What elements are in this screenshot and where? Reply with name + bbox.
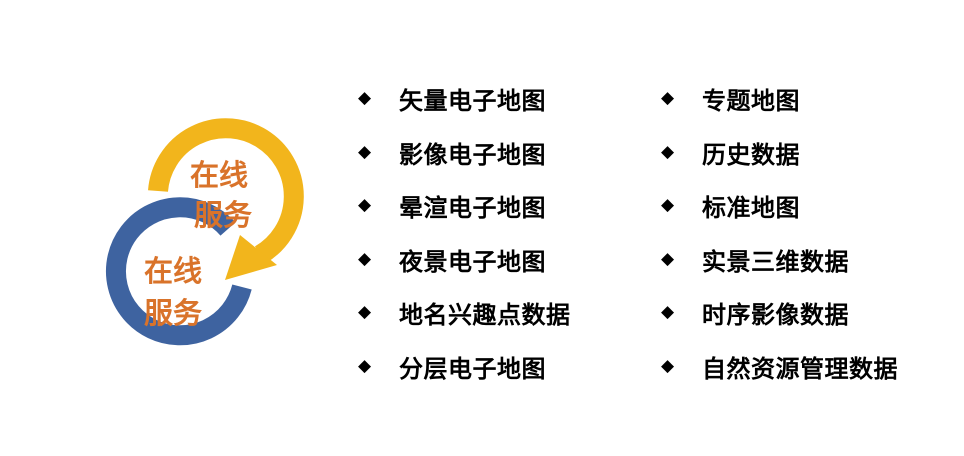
diamond-icon: ◆ [357,248,372,269]
logo-front-text-line2: 服务 [144,296,202,330]
diamond-icon: ◆ [357,355,372,376]
list-item: ◆ 分层电子地图 [356,340,571,394]
service-label: 时序影像数据 [702,301,849,330]
logo-back-text-line2: 服务 [194,198,252,232]
service-label: 标准地图 [702,194,800,223]
list-item: ◆ 时序影像数据 [659,286,898,340]
diamond-icon: ◆ [660,88,675,109]
service-label: 历史数据 [702,140,800,169]
list-item: ◆ 夜景电子地图 [356,233,571,287]
list-item: ◆ 自然资源管理数据 [659,340,898,394]
service-label: 影像电子地图 [399,140,546,169]
diamond-icon: ◆ [660,355,675,376]
diamond-icon: ◆ [660,248,675,269]
online-service-logo: 在线 服务 在线 服务 [105,118,304,346]
yellow-ring-arrow-icon [148,118,304,280]
service-label: 实景三维数据 [702,247,849,276]
blue-ring-arrow-icon [105,197,252,346]
diamond-icon: ◆ [357,195,372,216]
logo-back-text-line1: 在线 [190,158,248,192]
list-item: ◆ 历史数据 [659,126,898,180]
service-label: 夜景电子地图 [399,247,546,276]
diamond-icon: ◆ [357,141,372,162]
service-label: 矢量电子地图 [399,87,546,116]
list-item: ◆ 矢量电子地图 [356,72,571,126]
diamond-icon: ◆ [357,88,372,109]
list-item: ◆ 标准地图 [659,179,898,233]
service-list-right: ◆ 专题地图 ◆ 历史数据 ◆ 标准地图 ◆ 实景三维数据 ◆ 时序影像数据 ◆… [659,72,898,393]
diamond-icon: ◆ [357,302,372,323]
service-label: 分层电子地图 [399,354,546,383]
list-item: ◆ 地名兴趣点数据 [356,286,571,340]
diamond-icon: ◆ [660,195,675,216]
list-item: ◆ 实景三维数据 [659,233,898,287]
service-label: 专题地图 [702,87,800,116]
service-label: 地名兴趣点数据 [399,301,571,330]
diamond-icon: ◆ [660,302,675,323]
logo-front-text-line1: 在线 [144,254,202,288]
list-item: ◆ 专题地图 [659,72,898,126]
service-label: 自然资源管理数据 [702,354,898,383]
service-list-left: ◆ 矢量电子地图 ◆ 影像电子地图 ◆ 晕渲电子地图 ◆ 夜景电子地图 ◆ 地名… [356,72,571,393]
diamond-icon: ◆ [660,141,675,162]
service-label: 晕渲电子地图 [399,194,546,223]
list-item: ◆ 晕渲电子地图 [356,179,571,233]
list-item: ◆ 影像电子地图 [356,126,571,180]
